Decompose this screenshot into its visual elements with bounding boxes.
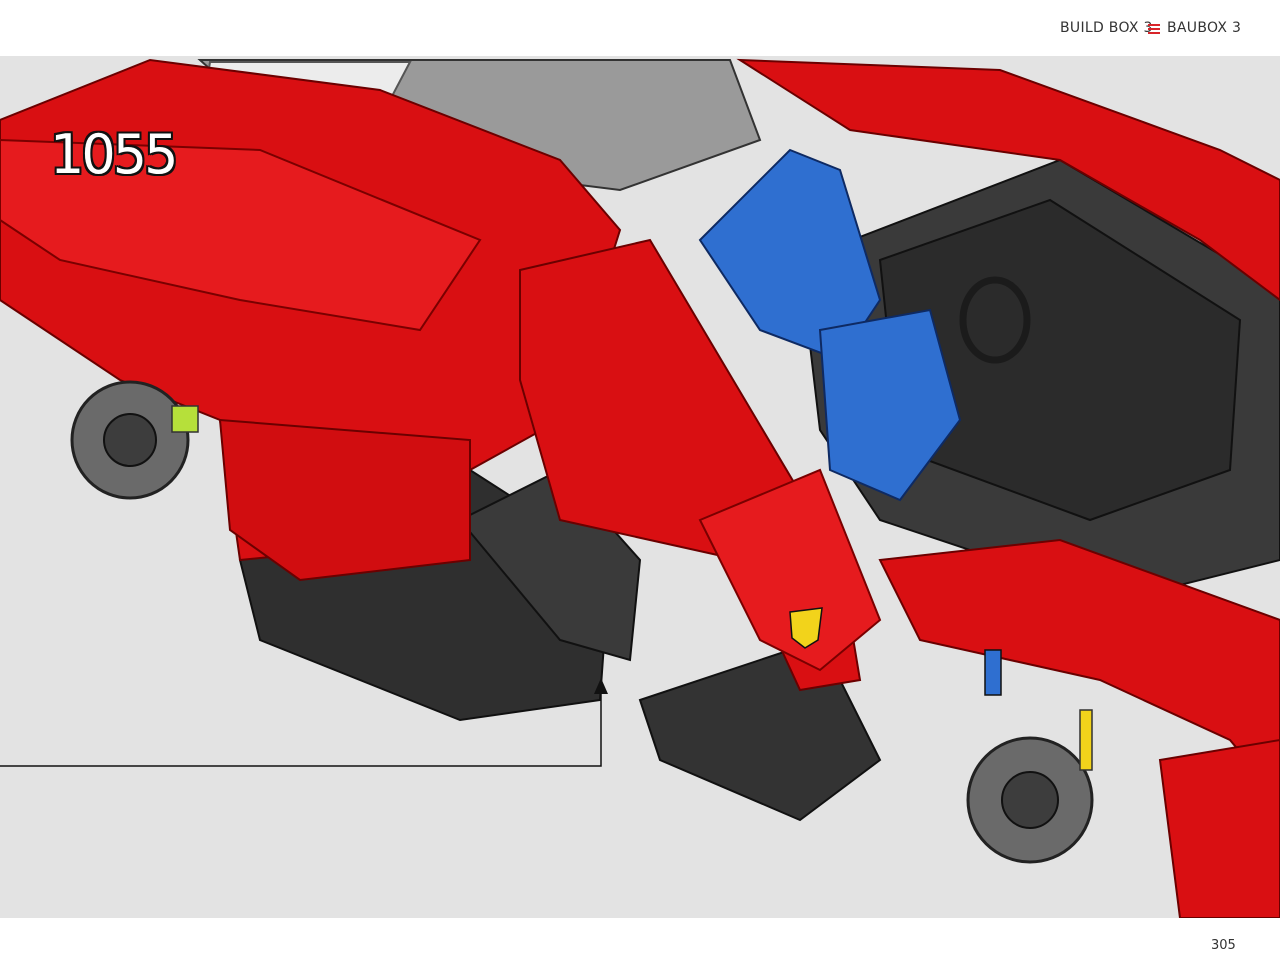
- instruction-illustration: 1055: [0, 56, 1280, 918]
- build-box-label: BUILD BOX 3: [1060, 20, 1153, 36]
- menu-lines-icon: [1148, 24, 1160, 34]
- car-model-illustration: [0, 58, 1280, 918]
- page-number: 305: [1211, 938, 1236, 953]
- page-header: BUILD BOX 3 BAUBOX 3: [0, 0, 1280, 56]
- step-number: 1055: [50, 123, 178, 186]
- baubox-label: BAUBOX 3: [1167, 20, 1242, 36]
